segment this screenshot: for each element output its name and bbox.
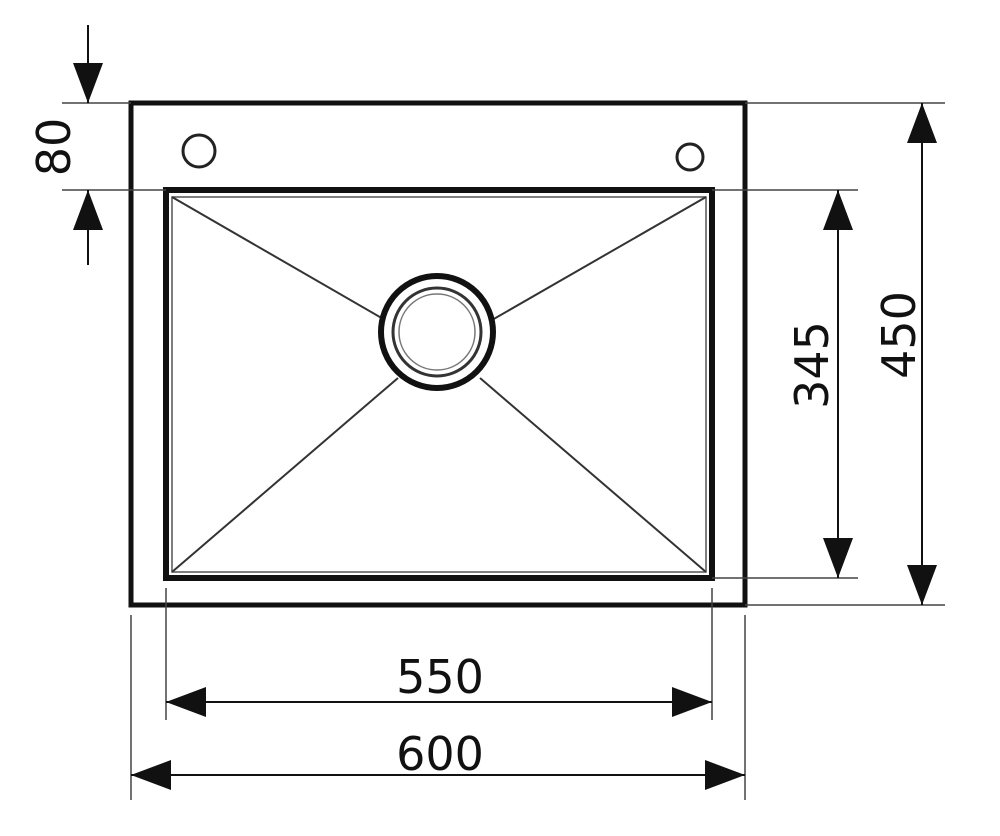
bowl-slope-lines: [171, 196, 707, 573]
sink-bowl-inner-edge: [171, 196, 707, 573]
tap-hole-left: [181, 133, 217, 169]
sink-outer-rim: [128, 100, 748, 608]
dimension-label-550: 550: [396, 650, 484, 704]
drain: [378, 273, 496, 391]
extension-lines: [62, 102, 945, 800]
sink-bowl: [163, 187, 715, 581]
dimension-label-600: 600: [396, 727, 484, 781]
dimension-label-345: 345: [785, 321, 839, 409]
tap-hole-right: [675, 142, 705, 172]
dimension-label-80: 80: [27, 118, 81, 177]
dimension-label-450: 450: [872, 291, 926, 379]
